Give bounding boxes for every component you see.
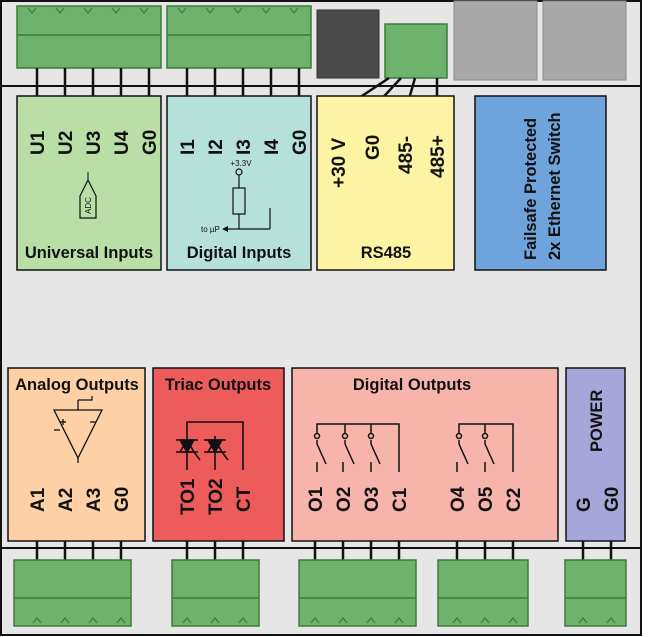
pin-label-30v: +30 V: [329, 137, 350, 188]
top-terminal-block-universal[interactable]: [16, 5, 162, 69]
ethernet-port-2[interactable]: [542, 0, 627, 81]
pin-label-o3: O3: [362, 487, 383, 512]
power-title: POWER: [588, 390, 606, 452]
triac-outputs-panel: Triac Outputs TO1 TO2 CT: [152, 367, 285, 542]
bottom-terminal-block-outputs-1[interactable]: [298, 559, 417, 627]
pin-label-g0-digital: G0: [290, 130, 311, 155]
pin-label-o5: O5: [476, 486, 497, 512]
digital-outputs-pin-labels: O1 O2 O3 C1 O4 O5 C2: [306, 486, 525, 512]
rs485-pin-labels: +30 V G0 485- 485+: [329, 135, 449, 188]
bottom-terminal-block-analog[interactable]: [13, 559, 132, 627]
pin-label-485-plus: 485+: [428, 135, 449, 178]
pin-label-u1: U1: [28, 130, 49, 155]
rs485-panel: +30 V G0 485- 485+ RS485: [316, 95, 455, 271]
top-terminal-block-digital[interactable]: [166, 5, 312, 69]
adc-symbol-icon: ADC: [79, 172, 97, 219]
pin-label-o4: O4: [448, 486, 469, 512]
pin-label-a1: A1: [28, 487, 49, 512]
triac-symbol-icon: [176, 421, 244, 470]
dark-port-block: [316, 9, 380, 79]
pin-label-u3: U3: [84, 131, 105, 155]
pullup-resistor-icon: +3.3V to µP: [201, 159, 271, 234]
pin-label-to1: TO1: [178, 478, 199, 515]
pin-label-a2: A2: [56, 488, 77, 512]
pin-label-u4: U4: [112, 130, 133, 155]
amplifier-symbol-icon: [52, 396, 104, 463]
pin-label-i4: I4: [262, 139, 283, 155]
pin-label-c2: C2: [504, 488, 525, 512]
digital-inputs-panel: I1 I2 I3 I4 G0 +3.3V to µP Digital Input…: [166, 95, 312, 271]
pin-label-a3: A3: [84, 488, 105, 512]
pin-label-to2: TO2: [206, 478, 227, 515]
relay-contacts-group-1-icon: [313, 423, 400, 472]
rs485-terminal-block[interactable]: [384, 23, 448, 79]
pin-label-i3: I3: [234, 139, 255, 155]
pin-label-g0-power: G0: [602, 487, 623, 512]
output-label: to µP: [201, 225, 220, 234]
power-panel: POWER G G0: [565, 367, 626, 542]
supply-label: +3.3V: [230, 159, 252, 168]
bottom-terminal-block-power[interactable]: [564, 559, 627, 627]
pin-label-485-minus: 485-: [396, 136, 417, 174]
pin-label-i2: I2: [206, 139, 227, 155]
triac-outputs-title: Triac Outputs: [165, 376, 271, 394]
analog-outputs-panel: Analog Outputs A1 A2 A3 G0: [7, 367, 146, 542]
ethernet-line-1: Failsafe Protected: [522, 118, 540, 260]
digital-outputs-title: Digital Outputs: [353, 376, 471, 394]
rs485-title: RS485: [361, 244, 411, 262]
triac-outputs-pin-labels: TO1 TO2 CT: [178, 478, 255, 515]
pin-label-c1: C1: [390, 487, 411, 512]
pin-label-o1: O1: [306, 486, 327, 512]
pin-label-g0-analog: G0: [112, 487, 133, 512]
digital-outputs-panel: Digital Outputs O1 O2 O3 C1 O4 O5 C2: [291, 367, 559, 542]
ethernet-panel: Failsafe Protected 2x Ethernet Switch: [474, 95, 607, 271]
digital-inputs-title: Digital Inputs: [187, 244, 292, 262]
pin-label-o2: O2: [334, 487, 355, 512]
relay-contacts-group-2-icon: [455, 423, 514, 472]
pin-label-g0-universal: G0: [140, 130, 161, 155]
analog-outputs-title: Analog Outputs: [15, 376, 139, 394]
bottom-terminal-block-triac[interactable]: [171, 559, 260, 627]
analog-outputs-pin-labels: A1 A2 A3 G0: [28, 487, 133, 512]
bottom-terminal-block-outputs-2[interactable]: [437, 559, 529, 627]
universal-inputs-title: Universal Inputs: [25, 244, 153, 262]
pin-label-i1: I1: [178, 139, 199, 155]
pin-label-ct: CT: [234, 486, 255, 512]
universal-inputs-pin-labels: U1 U2 U3 U4 G0: [28, 130, 161, 155]
digital-inputs-pin-labels: I1 I2 I3 I4 G0: [178, 130, 311, 155]
pin-label-g0-rs485: G0: [363, 135, 384, 160]
pin-label-u2: U2: [56, 131, 77, 155]
universal-inputs-panel: U1 U2 U3 U4 G0 ADC Universal Inputs: [16, 95, 162, 271]
ethernet-line-2: 2x Ethernet Switch: [546, 112, 564, 260]
pin-label-g-power: G: [574, 497, 595, 512]
adc-label: ADC: [84, 197, 93, 214]
ethernet-port-1[interactable]: [453, 0, 538, 81]
